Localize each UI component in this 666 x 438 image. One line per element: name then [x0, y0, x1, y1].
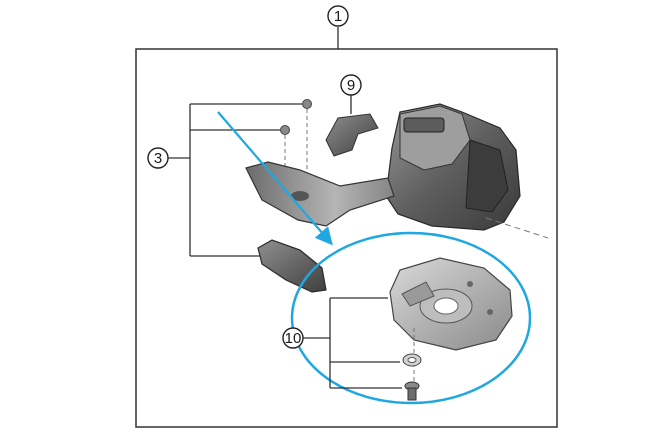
highlight-arrow — [217, 111, 333, 246]
callout-group-10-label: 10 — [285, 330, 302, 347]
callout-part-9-label: 9 — [347, 77, 355, 94]
callout-part-9: 9 — [340, 74, 362, 114]
callout-assembly: 1 — [327, 5, 349, 27]
part-9-clip — [325, 113, 379, 157]
callout-assembly-label: 1 — [334, 8, 342, 25]
washer-hole — [407, 357, 417, 363]
fixing-screw — [404, 381, 420, 401]
cover-plate — [389, 257, 513, 351]
shift-lever — [245, 161, 395, 227]
assembly-frame — [135, 48, 558, 428]
lever-pad — [257, 239, 327, 293]
lever-hole — [291, 191, 309, 201]
callout-group-3-label: 3 — [154, 150, 162, 167]
highlight-circle — [290, 231, 532, 405]
screw-lower — [280, 125, 290, 200]
shifter-body — [385, 103, 549, 239]
callout-group-3: 3 — [147, 103, 302, 257]
callout-group-10: 10 — [282, 297, 402, 389]
